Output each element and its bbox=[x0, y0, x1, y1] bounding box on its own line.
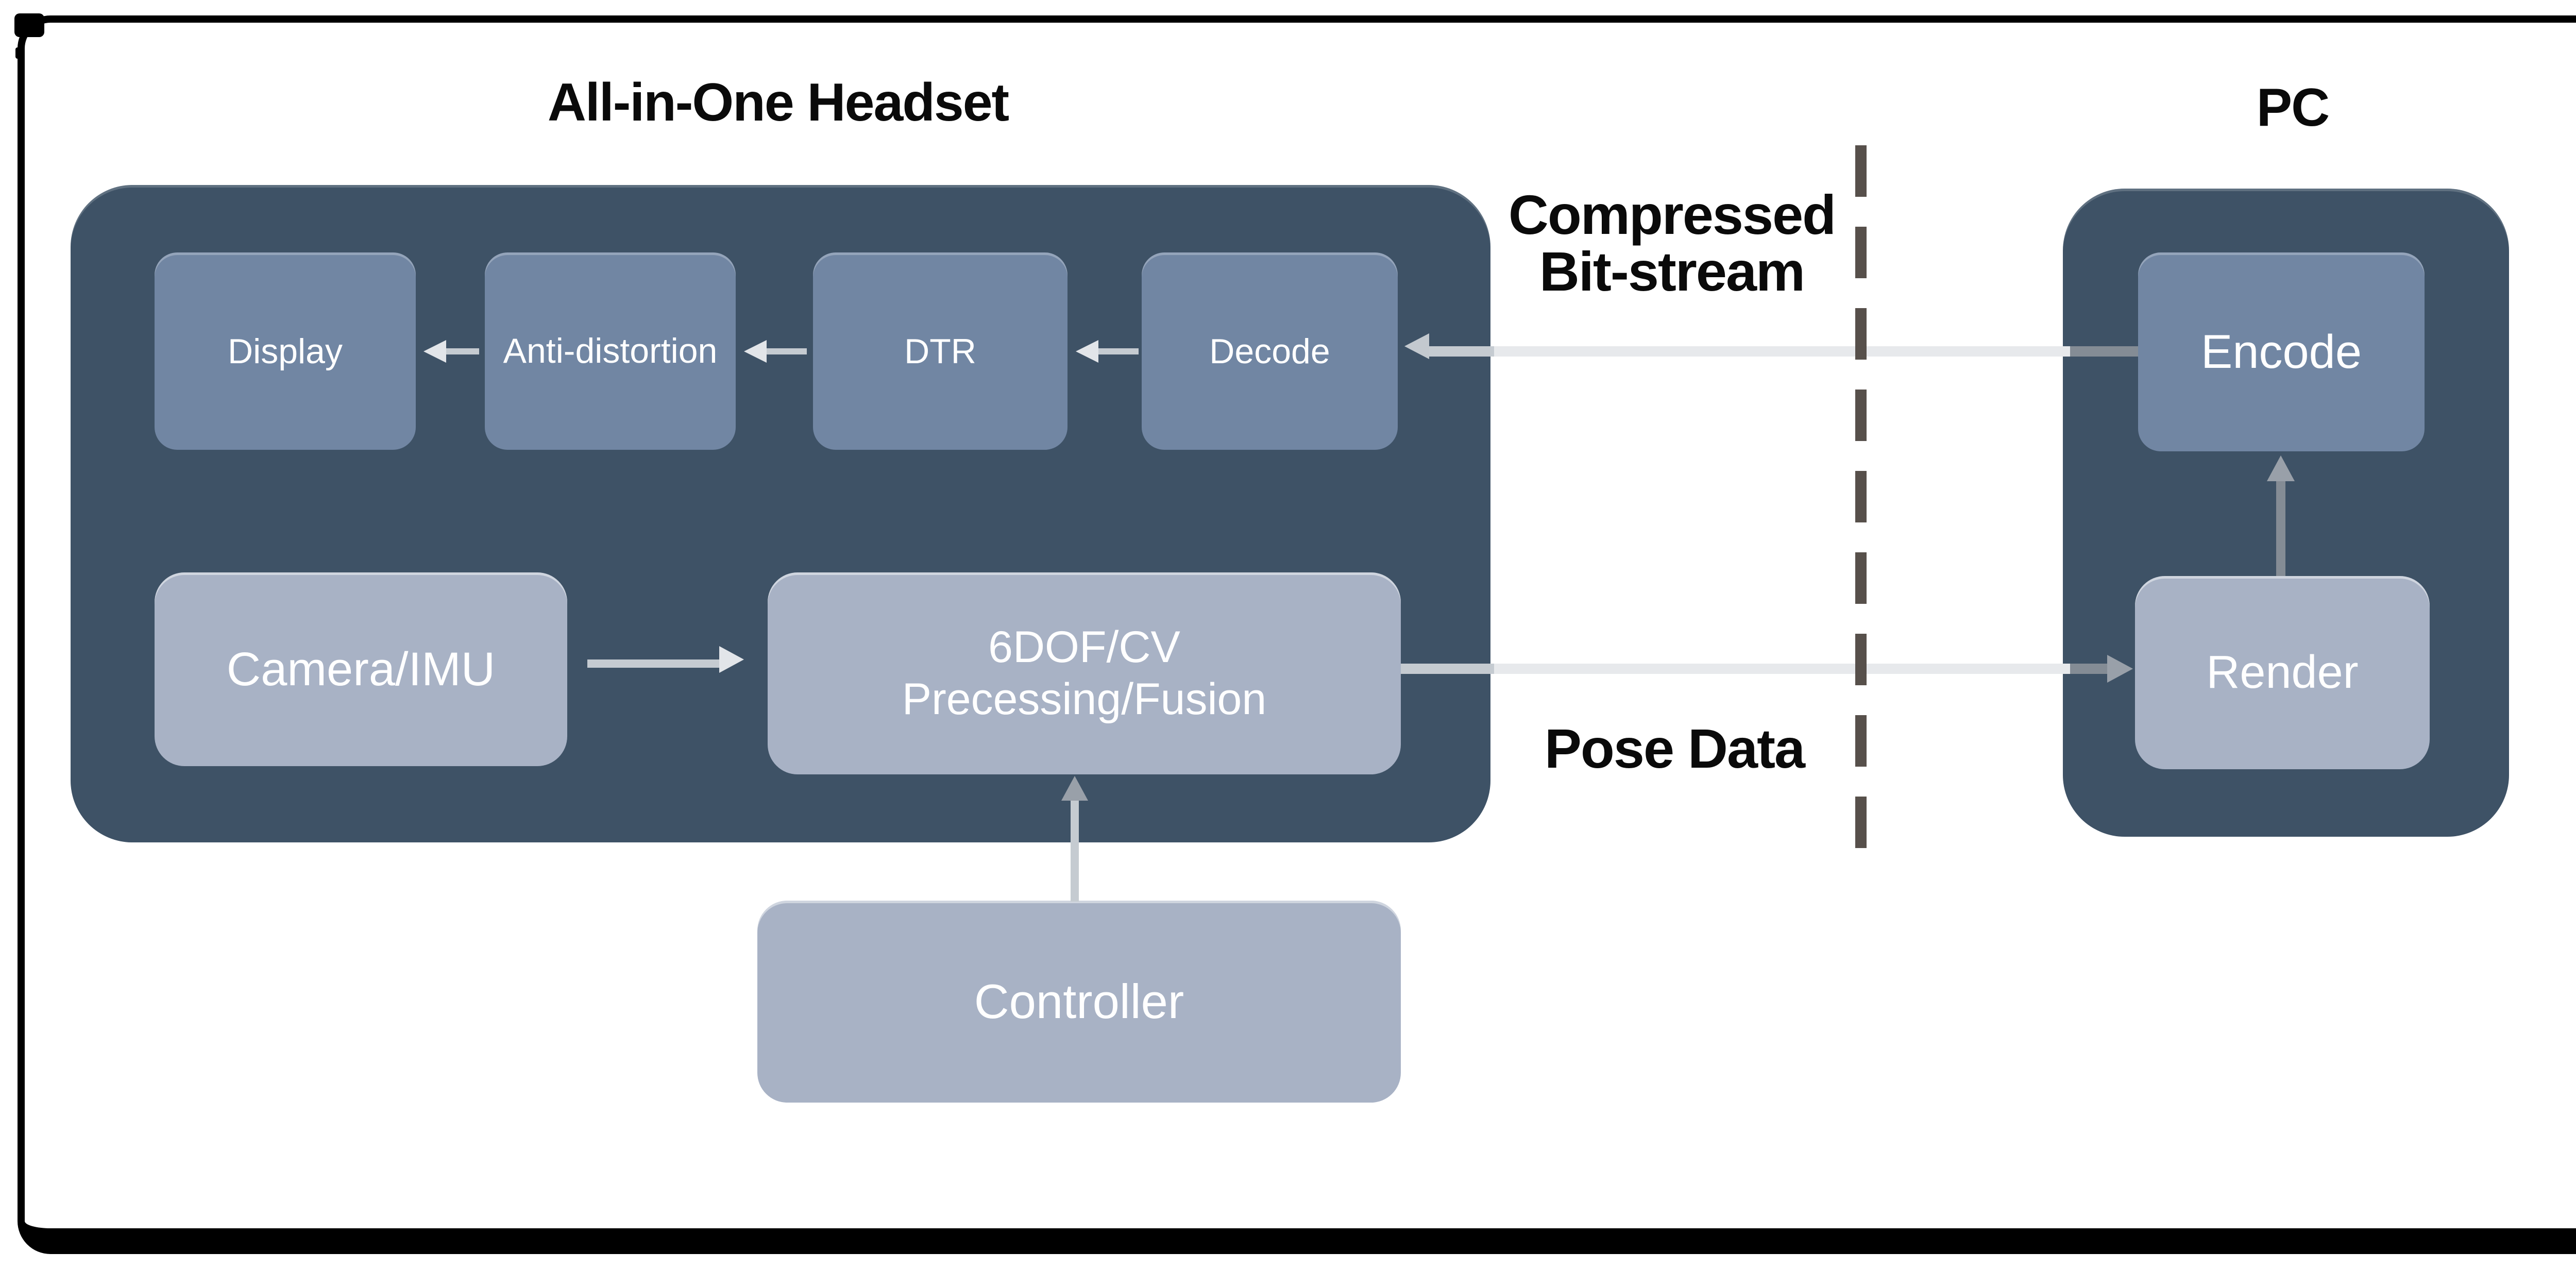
arrow-up-head-icon bbox=[2267, 455, 2295, 481]
arrow-right-head-icon bbox=[2107, 655, 2133, 683]
arrow-shaft bbox=[766, 348, 807, 354]
fusion-box-line1: 6DOF/CV bbox=[988, 622, 1180, 672]
pc-section-title: PC bbox=[2256, 78, 2330, 138]
arrow-left-head-icon bbox=[1076, 340, 1098, 363]
arrow-shaft bbox=[1429, 346, 2138, 357]
domain-separator-dashed-line bbox=[1855, 145, 1867, 857]
anti-distortion-box: Anti-distortion bbox=[485, 252, 736, 450]
outer-frame bbox=[18, 15, 2576, 1254]
render-box: Render bbox=[2135, 576, 2430, 769]
arrow-shaft-on-pc bbox=[2070, 346, 2138, 357]
arrow-shaft bbox=[1401, 664, 2107, 674]
compressed-bitstream-label: Compressed Bit-stream bbox=[1489, 183, 1855, 303]
arrow-shaft bbox=[1071, 801, 1079, 902]
controller-box: Controller bbox=[757, 901, 1401, 1103]
compressed-bitstream-label-line1: Compressed bbox=[1508, 183, 1836, 246]
arrow-up-head-icon bbox=[1061, 776, 1088, 801]
camera-imu-box: Camera/IMU bbox=[155, 572, 567, 766]
fusion-box: 6DOF/CV Precessing/Fusion bbox=[768, 572, 1401, 774]
decode-box: Decode bbox=[1142, 252, 1398, 450]
frame-corner-artifact bbox=[14, 13, 44, 37]
arrow-shaft bbox=[2276, 481, 2285, 576]
arrow-shaft bbox=[587, 659, 719, 668]
headset-section-title: All-in-One Headset bbox=[547, 73, 1009, 132]
compressed-bitstream-label-line2: Bit-stream bbox=[1539, 240, 1805, 303]
arrow-shaft bbox=[1097, 348, 1139, 354]
arrow-left-head-icon bbox=[423, 340, 446, 363]
arrow-shaft-on-headset bbox=[1401, 664, 1494, 674]
pose-data-label: Pose Data bbox=[1544, 717, 1805, 780]
arrow-shaft-on-pc bbox=[2070, 664, 2107, 674]
arrow-shaft bbox=[445, 348, 479, 354]
encode-box: Encode bbox=[2138, 252, 2425, 451]
display-box: Display bbox=[155, 252, 416, 450]
arrow-shaft-on-headset bbox=[1429, 346, 1494, 357]
arrow-right-head-icon bbox=[719, 646, 744, 673]
frame-corner-tick bbox=[15, 47, 24, 59]
fusion-box-line2: Precessing/Fusion bbox=[902, 674, 1267, 724]
arrow-left-head-icon bbox=[1404, 333, 1429, 359]
dtr-box: DTR bbox=[813, 252, 1067, 450]
arrow-left-head-icon bbox=[744, 340, 767, 363]
